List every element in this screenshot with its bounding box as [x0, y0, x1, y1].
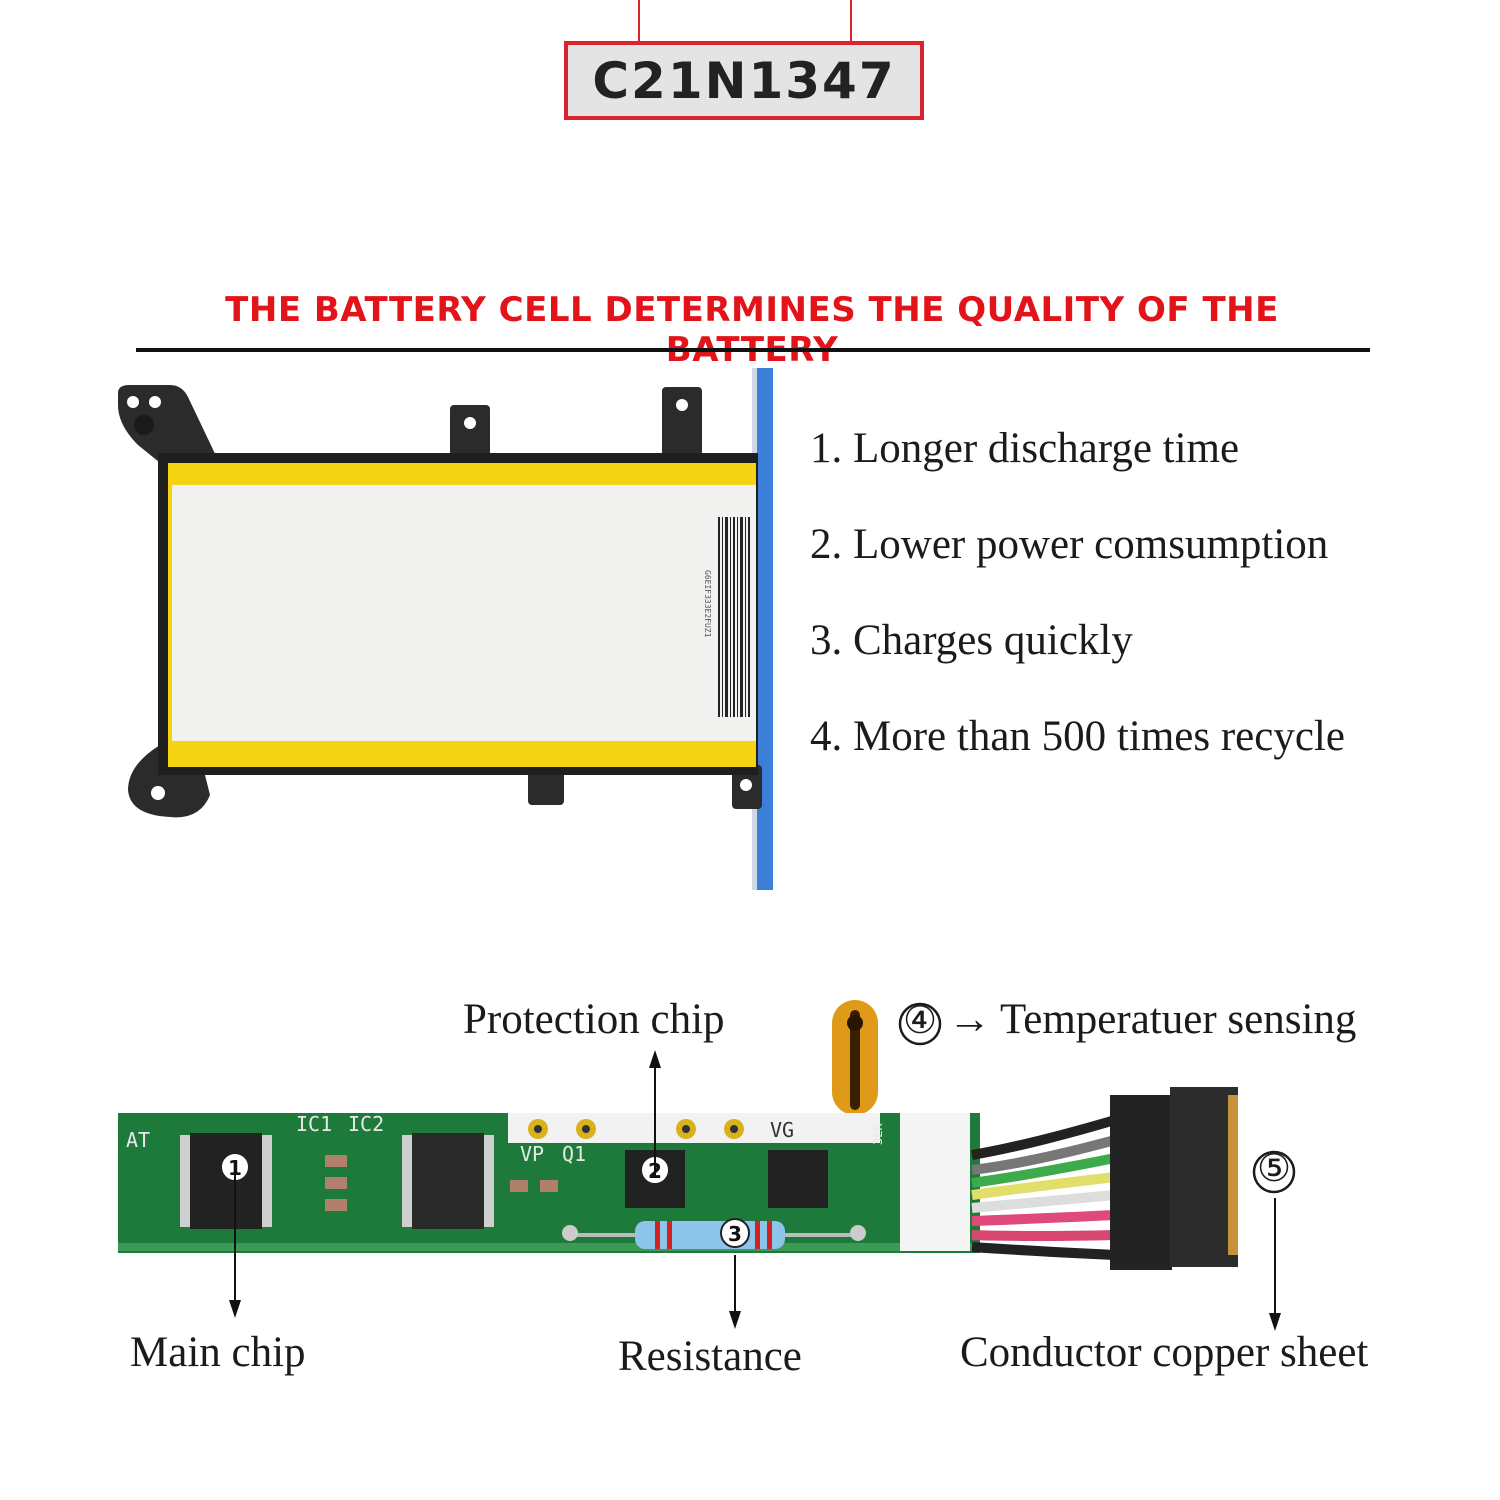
- marker-4: ④: [902, 1000, 938, 1042]
- model-label-line-left: [638, 0, 640, 42]
- pcb-diagram: AT IC1 IC2 VP Q1 VG 3EK 1 2 3: [118, 1000, 1238, 1270]
- silk-at: AT: [126, 1128, 150, 1152]
- mount-tab-top-2: [662, 387, 702, 467]
- temperature-sensor: [832, 1000, 878, 1115]
- mount-tab-top-1: [450, 405, 490, 465]
- marker-1: 1: [228, 1156, 242, 1180]
- marker-4-circle: [898, 1002, 942, 1046]
- secondary-chip: [402, 1133, 494, 1229]
- arrow-protection-chip: [649, 1050, 661, 1178]
- temperature-arrow: →: [948, 996, 991, 1043]
- model-label-line-right: [850, 0, 852, 42]
- silk-vg: VG: [770, 1118, 794, 1142]
- marker-5: ⑤: [1256, 1148, 1292, 1190]
- label-temperature-sensing: Temperatuer sensing: [1000, 996, 1357, 1043]
- main-chip: [180, 1133, 272, 1229]
- barcode-text: G6EIF333E2FUZ1: [703, 570, 712, 638]
- feature-item: 2. Lower power comsumption: [810, 521, 1329, 568]
- feature-item: 1. Longer discharge time: [810, 425, 1240, 472]
- silk-ic1: IC1: [296, 1112, 332, 1136]
- marker-3: 3: [728, 1222, 742, 1246]
- feature-list: 1. Longer discharge time 2. Lower power …: [810, 420, 1345, 804]
- silk-q1: Q1: [562, 1142, 586, 1166]
- heading-underline: [136, 348, 1370, 352]
- label-protection-chip: Protection chip: [463, 996, 725, 1043]
- arrow-main-chip: [229, 1170, 241, 1318]
- section-heading: THE BATTERY CELL DETERMINES THE QUALITY …: [225, 290, 1279, 370]
- silk-vp: VP: [520, 1142, 544, 1166]
- silk-r: 3EK: [871, 1123, 885, 1145]
- connector: [1110, 1087, 1238, 1270]
- arrow-resistance: [729, 1255, 741, 1329]
- marker-5-circle: [1252, 1150, 1296, 1194]
- label-main-chip: Main chip: [130, 1329, 306, 1376]
- arrow-conductor: [1269, 1198, 1281, 1331]
- barcode: [718, 517, 750, 717]
- cable-wires: [971, 1115, 1117, 1260]
- mount-ear-top-left: [118, 385, 218, 475]
- feature-item: 3. Charges quickly: [810, 617, 1133, 664]
- battery-image: G6EIF333E2FUZ1: [118, 368, 773, 890]
- feature-item: 4. More than 500 times recycle: [810, 713, 1345, 760]
- model-label: C21N1347: [592, 51, 896, 110]
- silk-ic2: IC2: [348, 1112, 384, 1136]
- label-conductor-copper-sheet: Conductor copper sheet: [960, 1329, 1369, 1376]
- battery-label: [172, 485, 756, 741]
- model-label-box: C21N1347: [564, 41, 924, 120]
- battery-edge-strip: [757, 368, 773, 890]
- label-resistance: Resistance: [618, 1333, 802, 1380]
